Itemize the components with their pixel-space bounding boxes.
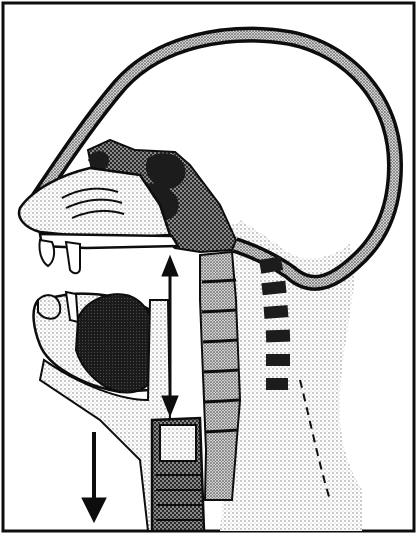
hard-palate xyxy=(40,234,178,248)
larynx-cartilage xyxy=(160,425,196,461)
neck-soft-tissue xyxy=(220,208,362,531)
cervical-spine xyxy=(200,252,240,500)
lower-lip xyxy=(38,295,60,319)
